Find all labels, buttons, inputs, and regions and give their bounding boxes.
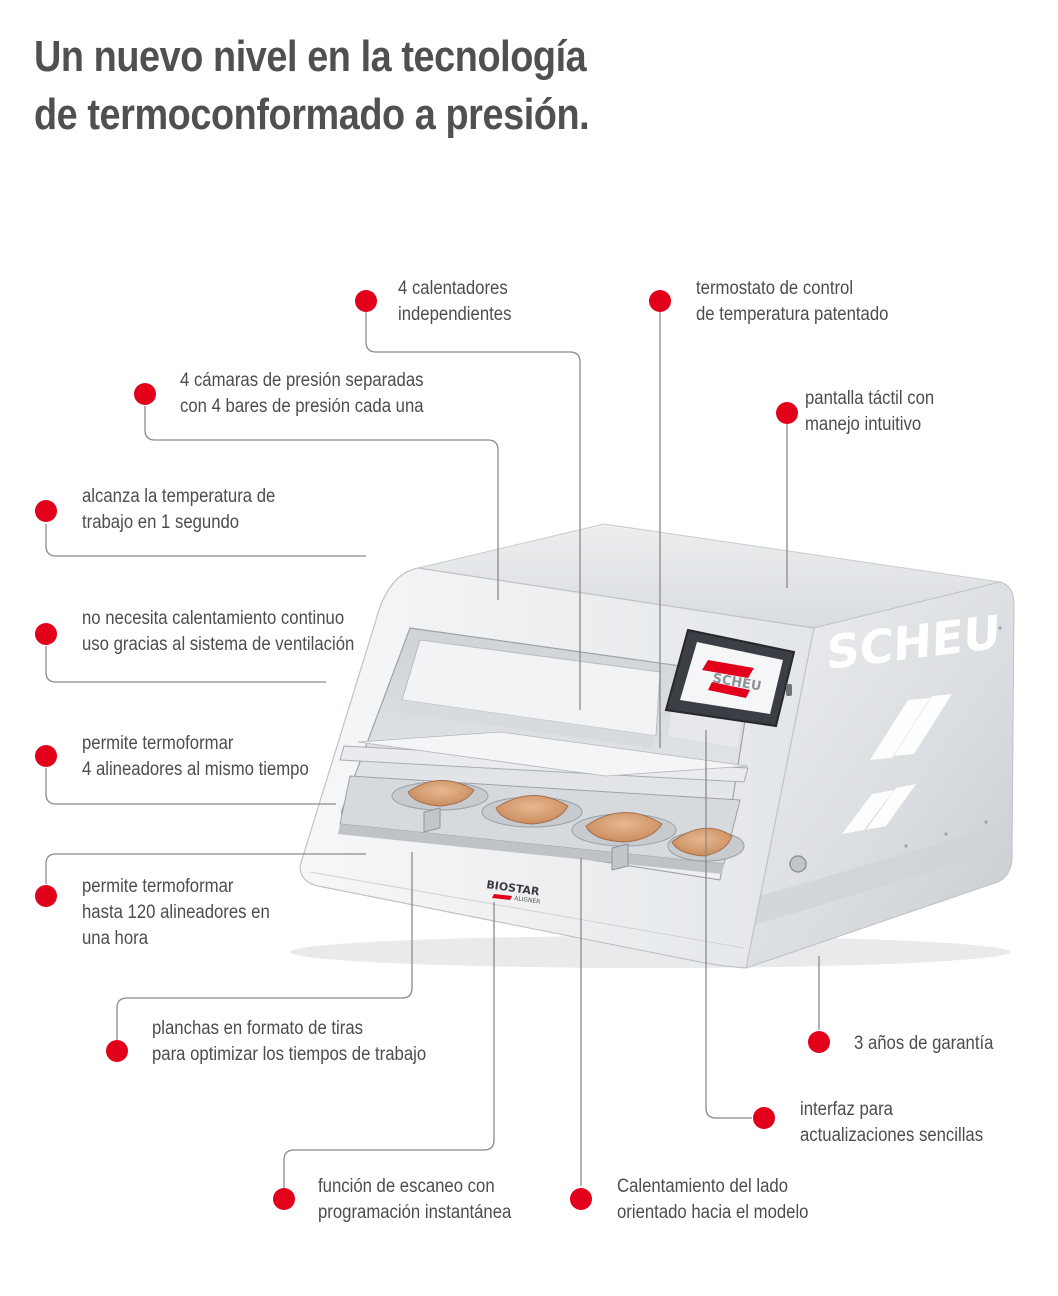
page-title-line2: de termoconformado a presión. xyxy=(34,90,590,139)
leader-lines xyxy=(45,312,820,1188)
callout-marker xyxy=(35,745,57,767)
callout-marker xyxy=(35,885,57,907)
leader-four-aligners xyxy=(45,768,336,805)
callout-marker xyxy=(753,1107,775,1129)
callout-label: 3 años de garantía xyxy=(854,1033,994,1054)
page-title-line1: Un nuevo nivel en la tecnología xyxy=(34,32,587,81)
device-body: SCHEU BIOSTAR ALIGNER S xyxy=(290,523,1015,969)
callout-marker xyxy=(35,623,57,645)
leader-interface xyxy=(705,730,752,1119)
leader-scan xyxy=(283,902,495,1188)
leader-temperature xyxy=(45,524,366,557)
model-badge-sub: ALIGNER xyxy=(514,895,541,906)
callout-marker xyxy=(106,1040,128,1062)
leader-strips xyxy=(116,852,413,1040)
leader-ventilation xyxy=(45,646,326,683)
leader-pressure xyxy=(144,406,499,600)
callout-marker xyxy=(35,500,57,522)
callout-marker xyxy=(134,383,156,405)
leader-heaters xyxy=(365,312,581,710)
callout-marker xyxy=(273,1188,295,1210)
callout-marker xyxy=(649,290,671,312)
callout-marker xyxy=(570,1188,592,1210)
leader-capacity xyxy=(45,853,366,884)
callout-marker xyxy=(808,1031,830,1053)
callout-marker xyxy=(776,402,798,424)
callout-marker xyxy=(355,290,377,312)
page-title: Un nuevo nivel en la tecnología de termo… xyxy=(34,28,590,144)
